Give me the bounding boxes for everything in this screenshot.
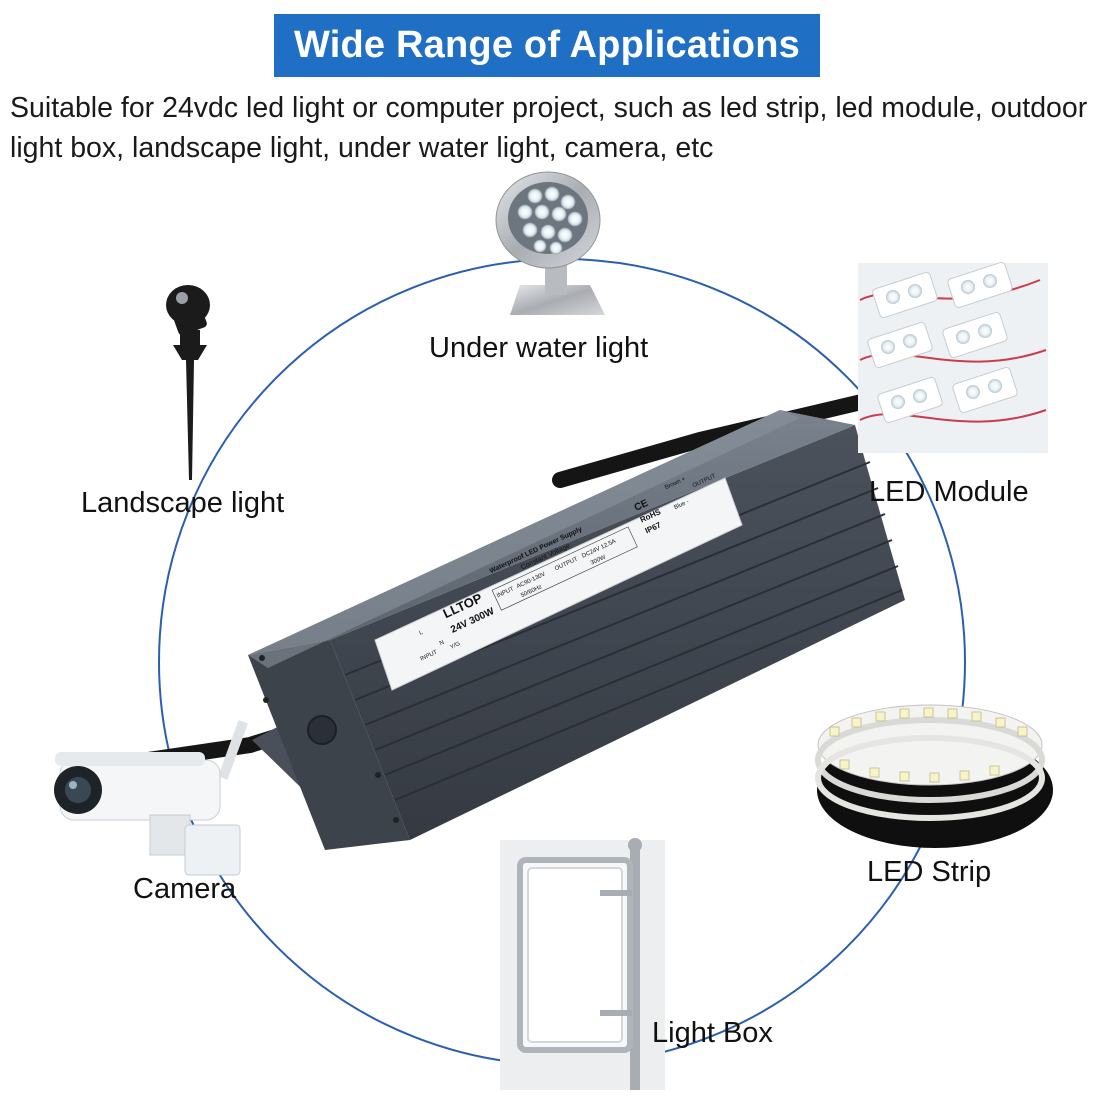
power-supply-unit bbox=[248, 410, 905, 850]
label-led-strip: LED Strip bbox=[867, 856, 992, 888]
label-terminal-l: L bbox=[418, 630, 424, 637]
label-light-box: Light Box bbox=[652, 1017, 773, 1049]
label-landscape-light: Landscape light bbox=[81, 487, 285, 519]
label-ce: CE bbox=[633, 498, 651, 514]
led-module-image bbox=[858, 262, 1048, 453]
product-label-plate bbox=[374, 477, 743, 691]
label-under-water-light: Under water light bbox=[429, 332, 649, 364]
label-camera: Camera bbox=[133, 873, 237, 905]
underwater-light-image bbox=[495, 171, 605, 315]
page-title: Wide Range of Applications bbox=[274, 14, 820, 77]
led-strip-image bbox=[815, 704, 1053, 848]
label-terminal-g: Y/G bbox=[449, 641, 461, 651]
camera-image bbox=[54, 720, 248, 876]
landscape-light-image bbox=[166, 285, 210, 480]
label-terminal-n: N bbox=[439, 640, 445, 647]
label-led-module: LED Module bbox=[869, 476, 1029, 508]
light-box-image bbox=[500, 838, 665, 1090]
cable-gland bbox=[307, 715, 337, 745]
output-cable bbox=[552, 392, 878, 488]
description-text: Suitable for 24vdc led light or computer… bbox=[10, 92, 1088, 164]
